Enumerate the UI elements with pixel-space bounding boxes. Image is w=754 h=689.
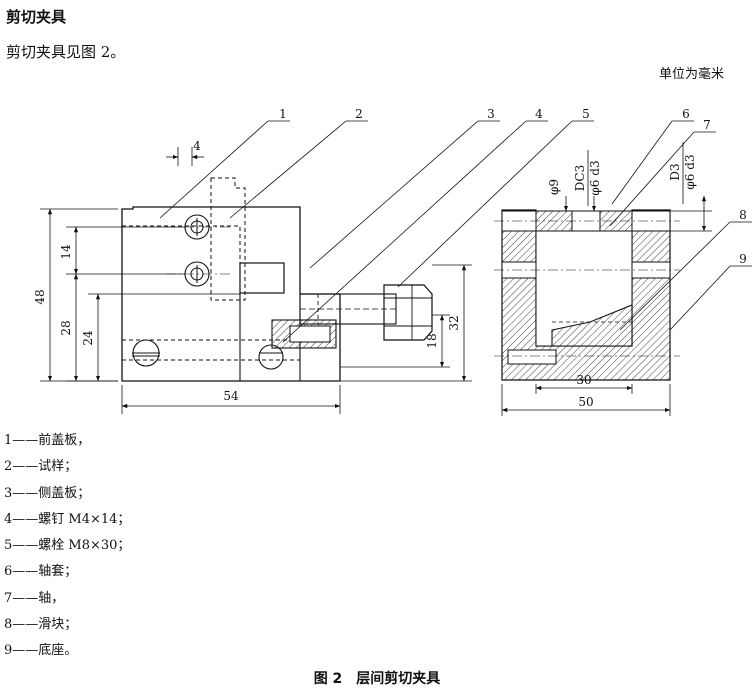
front-view (121, 177, 433, 382)
callout-5: 5 (582, 107, 590, 121)
section-heading: 剪切夹具 (6, 8, 67, 26)
legend-item: 9——底座。 (4, 643, 78, 659)
unit-note: 单位为毫米 (658, 67, 724, 82)
dim-14: 14 (59, 244, 73, 260)
leader-lines (159, 120, 752, 343)
dim-24: 24 (81, 330, 95, 346)
legend-item: 2——试样； (4, 459, 78, 475)
legend-item: 3——侧盖板； (4, 485, 91, 501)
intro-text: 剪切夹具见图 2。 (6, 43, 126, 61)
dim-50: 50 (578, 395, 593, 409)
legend-item: 7——轴， (4, 590, 65, 606)
parts-legend: 1——前盖板， 2——试样； 3——侧盖板； 4——螺钉 M4×14； 5——螺… (4, 432, 130, 669)
callout-1: 1 (279, 107, 287, 121)
side-view-dimensions (501, 195, 712, 416)
fit-c3-numerator: DC3 (573, 165, 587, 191)
legend-item: 4——螺钉 M4×14； (4, 511, 131, 527)
callout-9: 9 (739, 252, 747, 266)
dim-54: 54 (223, 389, 239, 403)
front-view-dimension-values: 4 48 14 28 24 54 32 18 (33, 139, 461, 403)
callout-2: 2 (355, 107, 363, 121)
dim-28: 28 (59, 320, 73, 335)
callout-6: 6 (682, 107, 690, 121)
callout-8: 8 (739, 208, 747, 222)
fit-d3-numerator: D3 (668, 163, 682, 180)
dim-48: 48 (33, 289, 47, 304)
fit-c3-denominator: φ6 d3 (588, 160, 602, 195)
fit-d3-denominator: φ6 d3 (683, 154, 697, 189)
legend-item: 8——滑块； (4, 617, 78, 633)
callout-numbers: 1 2 3 4 5 6 7 8 9 (279, 107, 747, 266)
phi9-label: φ9 (547, 179, 561, 195)
figure-caption: 图 2 层间剪切夹具 (313, 671, 441, 687)
callout-4: 4 (535, 107, 543, 121)
dim-32: 32 (447, 315, 461, 330)
legend-item: 1——前盖板， (4, 433, 91, 448)
front-view-dimensions (40, 147, 472, 414)
dim-18: 18 (425, 333, 439, 348)
side-view (494, 209, 680, 381)
callout-7: 7 (703, 118, 711, 132)
legend-item: 5——螺栓 M8×30； (4, 538, 131, 554)
side-view-dimension-values: 30 50 φ9 DC3 φ6 d3 D3 φ6 d3 (547, 142, 697, 409)
legend-item: 6——轴套； (4, 564, 78, 580)
callout-3: 3 (487, 107, 495, 121)
dim-4: 4 (193, 139, 201, 153)
dim-30: 30 (576, 373, 591, 387)
